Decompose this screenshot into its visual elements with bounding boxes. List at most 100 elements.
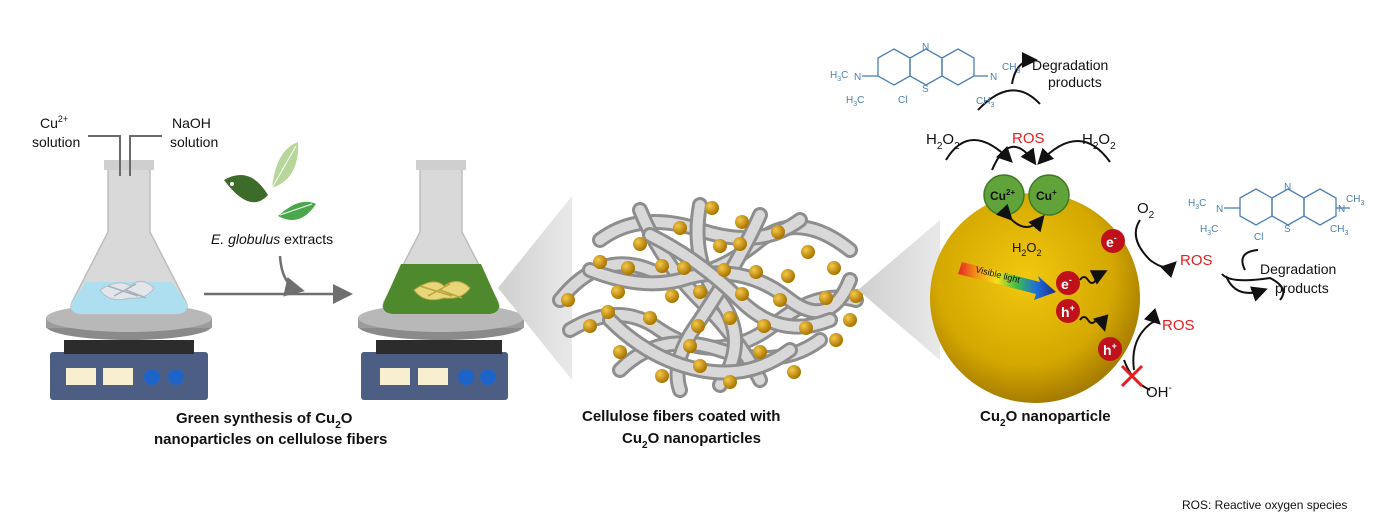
- methylene-blue-molecule-right: [1224, 188, 1350, 226]
- cu2o-bead: [677, 261, 691, 275]
- molecule-top-n-left: N: [854, 72, 861, 83]
- hole-inner: h+: [1056, 299, 1080, 323]
- caption-synthesis-line2: nanoparticles on cellulose fibers: [154, 431, 387, 448]
- degradation-top-arrow: [1011, 52, 1038, 85]
- molecule-right-s: S: [1284, 224, 1291, 235]
- cu2o-bead: [771, 225, 785, 239]
- zoom-cone-particle: [858, 220, 940, 360]
- molecule-top-cl: Cl: [898, 95, 907, 106]
- zoom-cone-fibers: [498, 196, 572, 380]
- cu2o-bead: [801, 245, 815, 259]
- inlet-tubes: [88, 135, 162, 176]
- cu2o-bead: [799, 321, 813, 335]
- footnote: ROS: Reactive oxygen species: [1182, 498, 1347, 512]
- molecule-top-h3c-2: H3C: [846, 95, 864, 108]
- svg-text:h+: h+: [1061, 303, 1075, 320]
- cu-redox-arrow: [995, 203, 1045, 233]
- degradation-top-label-1: Degradation: [1032, 57, 1108, 73]
- cu2o-bead: [735, 215, 749, 229]
- cu2o-bead: [781, 269, 795, 283]
- naoh-solution-word: solution: [170, 134, 218, 150]
- hole-surface: h+: [1098, 337, 1122, 361]
- cu2o-bead: [693, 359, 707, 373]
- cu2o-bead: [621, 261, 635, 275]
- caption-fibers-line2: Cu2O nanoparticles: [622, 430, 761, 451]
- cu2o-bead: [601, 305, 615, 319]
- cu2o-bead: [613, 345, 627, 359]
- oh-label: OH-: [1146, 383, 1172, 401]
- cu2-ion: Cu2+: [983, 174, 1025, 216]
- cu2o-bead: [827, 261, 841, 275]
- flask-left: [70, 160, 188, 315]
- molecule-right-ch3-2: CH3: [1330, 224, 1348, 237]
- degradation-right-top: [1241, 249, 1259, 271]
- h2o2-right-arrow: [1037, 140, 1111, 165]
- cu2o-bead: [583, 319, 597, 333]
- eucalyptus-leaves-icon: [224, 142, 316, 220]
- cu2o-bead: [561, 293, 575, 307]
- molecule-top-ch3-1: CH3: [1002, 62, 1020, 75]
- molecule-top-s: S: [922, 84, 929, 95]
- molecule-right-cl: Cl: [1254, 232, 1263, 243]
- molecule-right-n: N: [1284, 182, 1291, 193]
- ros-bottom-arrow: [1132, 307, 1161, 371]
- h2o2-right-label: H2O2: [1082, 131, 1116, 152]
- degradation-right-arrow: [1225, 275, 1268, 302]
- svg-text:e-: e-: [1061, 275, 1072, 292]
- degradation-right-curve: [1221, 273, 1285, 301]
- svg-text:e-: e-: [1106, 233, 1117, 250]
- o2-label: O2: [1137, 200, 1155, 221]
- degradation-top-label-2: products: [1048, 74, 1102, 90]
- cu-solution-word: solution: [32, 134, 80, 150]
- extract-arrow: [278, 255, 305, 297]
- caption-nanoparticle: Cu2O nanoparticle: [980, 408, 1111, 429]
- cu2o-bead: [683, 339, 697, 353]
- cu2o-bead: [643, 311, 657, 325]
- flask-right: [382, 160, 500, 315]
- cu1-ion: Cu+: [1028, 174, 1070, 216]
- molecule-top-h3c-1: H3C: [830, 70, 848, 83]
- molecule-top-ch3-2: CH3: [976, 96, 994, 109]
- caption-fibers-line1: Cellulose fibers coated with: [582, 408, 780, 425]
- cu2o-bead: [843, 313, 857, 327]
- cu2o-bead: [849, 289, 863, 303]
- degradation-right-label-2: products: [1275, 280, 1329, 296]
- cu2o-bead: [757, 319, 771, 333]
- cu2o-bead: [633, 237, 647, 251]
- molecule-right-ch3-1: CH3: [1346, 194, 1364, 207]
- cu-solution-label: Cu2+: [40, 114, 68, 131]
- naoh-label: NaOH: [172, 115, 211, 131]
- cu2o-bead: [787, 365, 801, 379]
- cu2o-bead: [829, 333, 843, 347]
- h2o2-left-label: H2O2: [926, 131, 960, 152]
- o2-reduction-arrow: [1134, 219, 1177, 279]
- cu2o-bead: [753, 345, 767, 359]
- cu2o-bead: [733, 237, 747, 251]
- hotplate-right: [358, 304, 524, 400]
- molecule-right-n-left: N: [1216, 204, 1223, 215]
- cu2o-bead: [735, 287, 749, 301]
- electron-transfer-arrow: [1079, 270, 1108, 285]
- cu2o-bead: [693, 285, 707, 299]
- molecule-right-h3c-1: H3C: [1188, 198, 1206, 211]
- svg-text:Cu+: Cu+: [1036, 188, 1057, 203]
- cu2o-bead: [749, 265, 763, 279]
- ros-right-label: ROS: [1180, 252, 1213, 269]
- electron-inner: e-: [1056, 271, 1080, 295]
- svg-text:Cu2+: Cu2+: [990, 188, 1015, 203]
- methylene-blue-molecule-top: [862, 48, 988, 86]
- blocked-mark-icon: [1120, 364, 1144, 388]
- cu2o-bead: [655, 259, 669, 273]
- hole-transfer-arrow: [1079, 314, 1109, 332]
- ros-bottom-label: ROS: [1162, 317, 1195, 334]
- cu2o-bead: [673, 221, 687, 235]
- degradation-top-curve: [977, 89, 1041, 111]
- caption-synthesis-line1: Green synthesis of Cu2O: [176, 410, 353, 431]
- cu2o-bead: [723, 311, 737, 325]
- cu2o-bead: [713, 239, 727, 253]
- electron-surface: e-: [1101, 229, 1125, 253]
- svg-text:h+: h+: [1103, 341, 1117, 358]
- cu2o-bead: [705, 201, 719, 215]
- cellulose-fiber-highlight: [585, 265, 855, 317]
